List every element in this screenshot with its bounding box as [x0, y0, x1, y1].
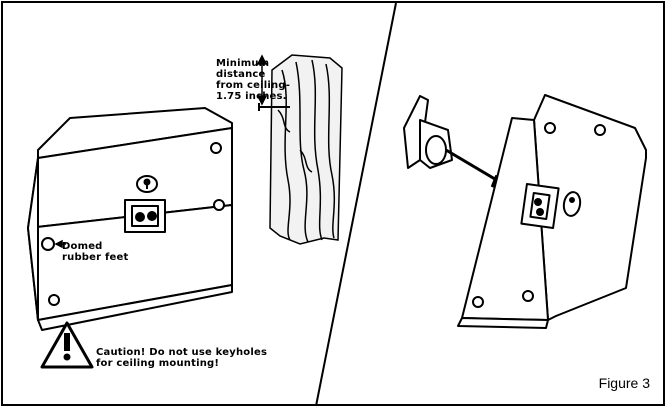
caution-label-line: for ceiling mounting!	[96, 358, 220, 369]
foot-icon	[41, 237, 55, 251]
foot-icon	[210, 142, 222, 154]
speaker-right	[457, 94, 647, 329]
caution-label-line: Caution! Do not use keyholes	[96, 347, 268, 358]
feet-pointer	[54, 239, 66, 249]
rubber-feet-label: Domed rubber feet	[62, 241, 128, 263]
ceiling-wood	[269, 54, 343, 245]
ceiling-label-line: 1.75 inches.	[216, 91, 287, 102]
keyhole-icon	[562, 191, 582, 217]
foot-icon	[48, 294, 60, 306]
dimension-arrow	[256, 54, 268, 106]
foot-icon	[472, 296, 484, 308]
figure-caption: Figure 3	[598, 375, 650, 391]
speaker-left	[27, 107, 233, 331]
ceiling-label-line: Minimum	[216, 58, 270, 69]
exclamation-triangle-icon	[40, 321, 94, 369]
ceiling-label-line: from ceiling-	[216, 80, 291, 91]
feet-label-line: Domed	[62, 241, 103, 252]
foot-icon	[594, 124, 606, 136]
foot-icon	[522, 290, 534, 302]
foot-icon	[213, 199, 225, 211]
caution-label: Caution! Do not use keyholes for ceiling…	[96, 347, 267, 369]
ceiling-distance-label: Minimum distance from ceiling- 1.75 inch…	[216, 58, 290, 102]
foot-icon	[544, 122, 556, 134]
panel-divider	[315, 2, 397, 407]
feet-label-line: rubber feet	[62, 252, 129, 263]
ceiling-label-line: distance	[216, 69, 266, 80]
